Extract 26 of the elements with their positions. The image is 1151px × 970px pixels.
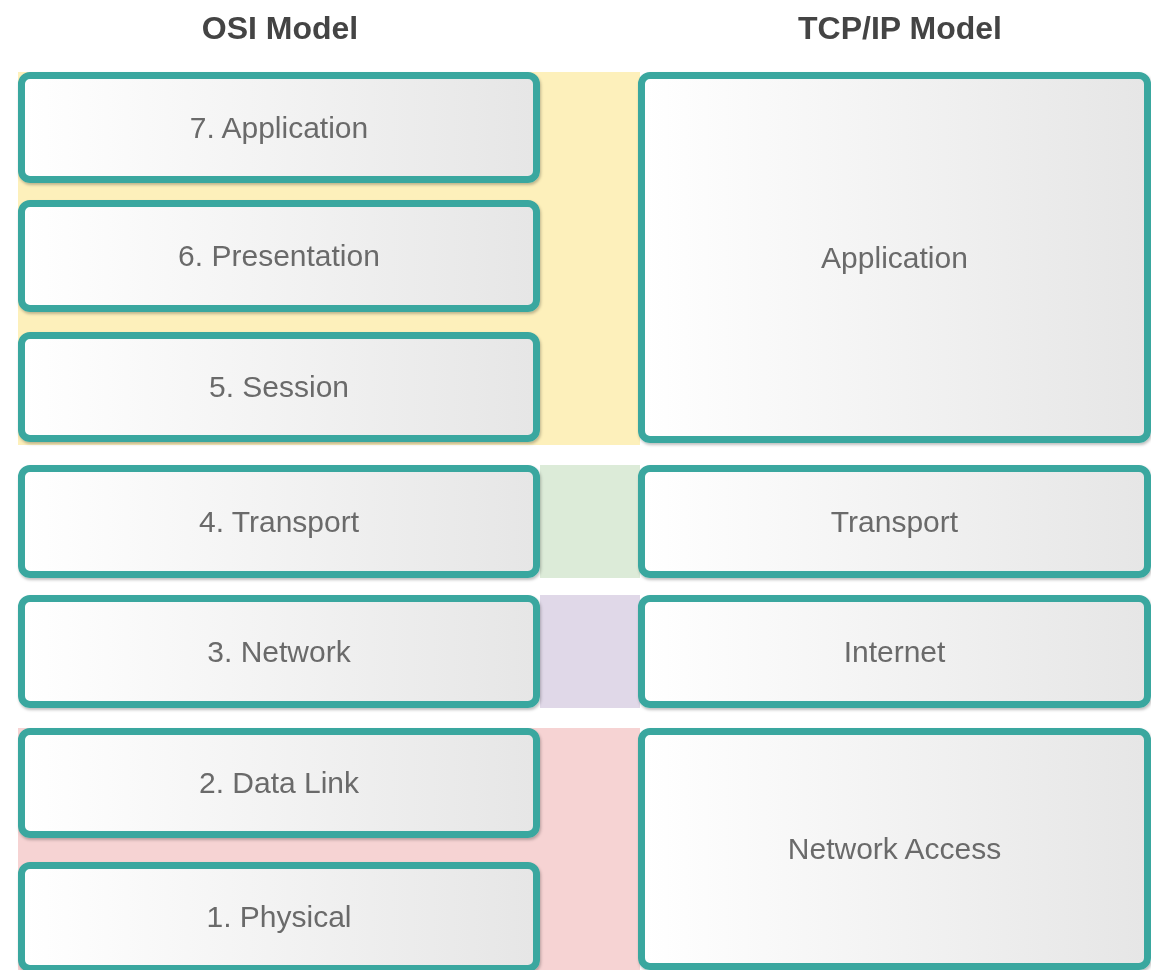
layer-name: 5. Session	[208, 370, 350, 404]
band-background	[540, 465, 640, 578]
layer-name: 1. Physical	[206, 900, 352, 934]
layer-name: Transport	[830, 504, 959, 539]
layer-box	[18, 332, 540, 442]
layer-box	[18, 465, 540, 578]
layer-box	[18, 72, 540, 183]
layer-name: Network Access	[787, 832, 1002, 866]
layer-box	[638, 595, 1151, 708]
band-background	[540, 595, 640, 708]
layer-box	[638, 72, 1151, 443]
layer-name: Application	[821, 240, 968, 275]
layer-box	[18, 595, 540, 708]
layer-box	[18, 862, 540, 970]
layer-name: 3. Network	[207, 634, 351, 669]
layer-box	[638, 728, 1151, 970]
layer-name: Internet	[843, 634, 946, 669]
layer-name: 4. Transport	[198, 504, 360, 539]
layer-box	[18, 200, 540, 312]
column-heading: TCP/IP Model	[797, 10, 1003, 47]
layer-name: 7. Application	[189, 110, 369, 145]
layer-name: 2. Data Link	[198, 766, 360, 800]
column-heading: OSI Model	[200, 10, 360, 47]
layer-name: 6. Presentation	[178, 239, 380, 273]
layer-box	[638, 465, 1151, 578]
layer-box	[18, 728, 540, 838]
